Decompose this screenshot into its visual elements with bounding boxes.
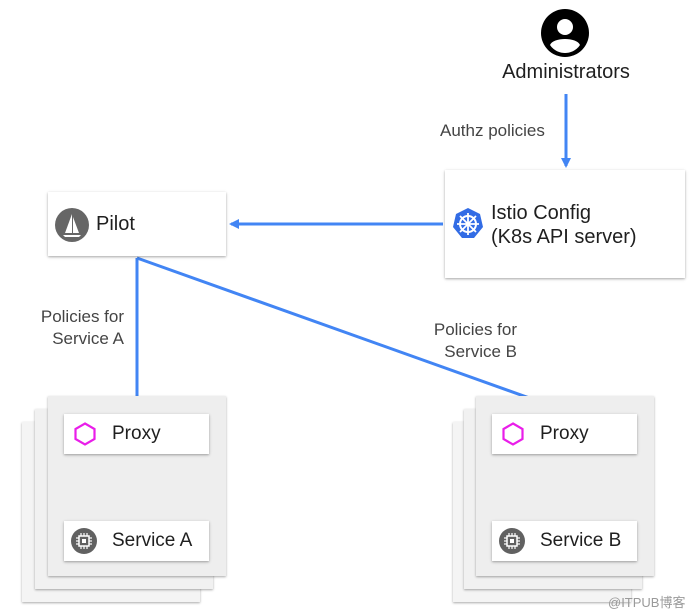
kubernetes-wheel-icon <box>452 207 484 239</box>
service-a-box[interactable]: Service A <box>64 521 209 561</box>
policies-a-line2: Service A <box>52 329 124 348</box>
proxy-a-box[interactable]: Proxy <box>64 414 209 454</box>
service-b-box[interactable]: Service B <box>492 521 637 561</box>
authz-policies-label: Authz policies <box>440 121 545 140</box>
pilot-label: Pilot <box>96 213 135 235</box>
service-a-label: Service A <box>112 530 193 551</box>
chip-icon <box>71 528 97 554</box>
proxy-b-label: Proxy <box>540 423 589 444</box>
istio-config-box[interactable]: Istio Config (K8s API server) <box>445 170 685 278</box>
istio-config-line1: Istio Config <box>491 202 592 224</box>
person-circle-icon <box>541 9 589 57</box>
watermark: @ITPUB博客 <box>608 595 686 610</box>
hexagon-icon <box>501 422 525 446</box>
policies-a-line1: Policies for <box>40 307 124 326</box>
service-a-pod[interactable]: Proxy Service A <box>48 396 226 576</box>
service-b-pod[interactable]: Proxy Service B <box>476 396 654 576</box>
istio-config-line2: (K8s API server) <box>491 226 637 248</box>
proxy-b-box[interactable]: Proxy <box>492 414 637 454</box>
service-b-label: Service B <box>540 530 622 551</box>
policies-b-line1: Policies for <box>433 320 517 339</box>
hexagon-icon <box>73 422 97 446</box>
pilot-to-proxy-b-arrow <box>136 256 565 413</box>
pilot-sail-icon <box>55 208 89 242</box>
chip-icon <box>499 528 525 554</box>
policies-b-line2: Service B <box>444 342 517 361</box>
pilot-box[interactable]: Pilot <box>48 192 226 256</box>
proxy-a-label: Proxy <box>112 423 161 444</box>
administrators-label: Administrators <box>502 61 630 83</box>
